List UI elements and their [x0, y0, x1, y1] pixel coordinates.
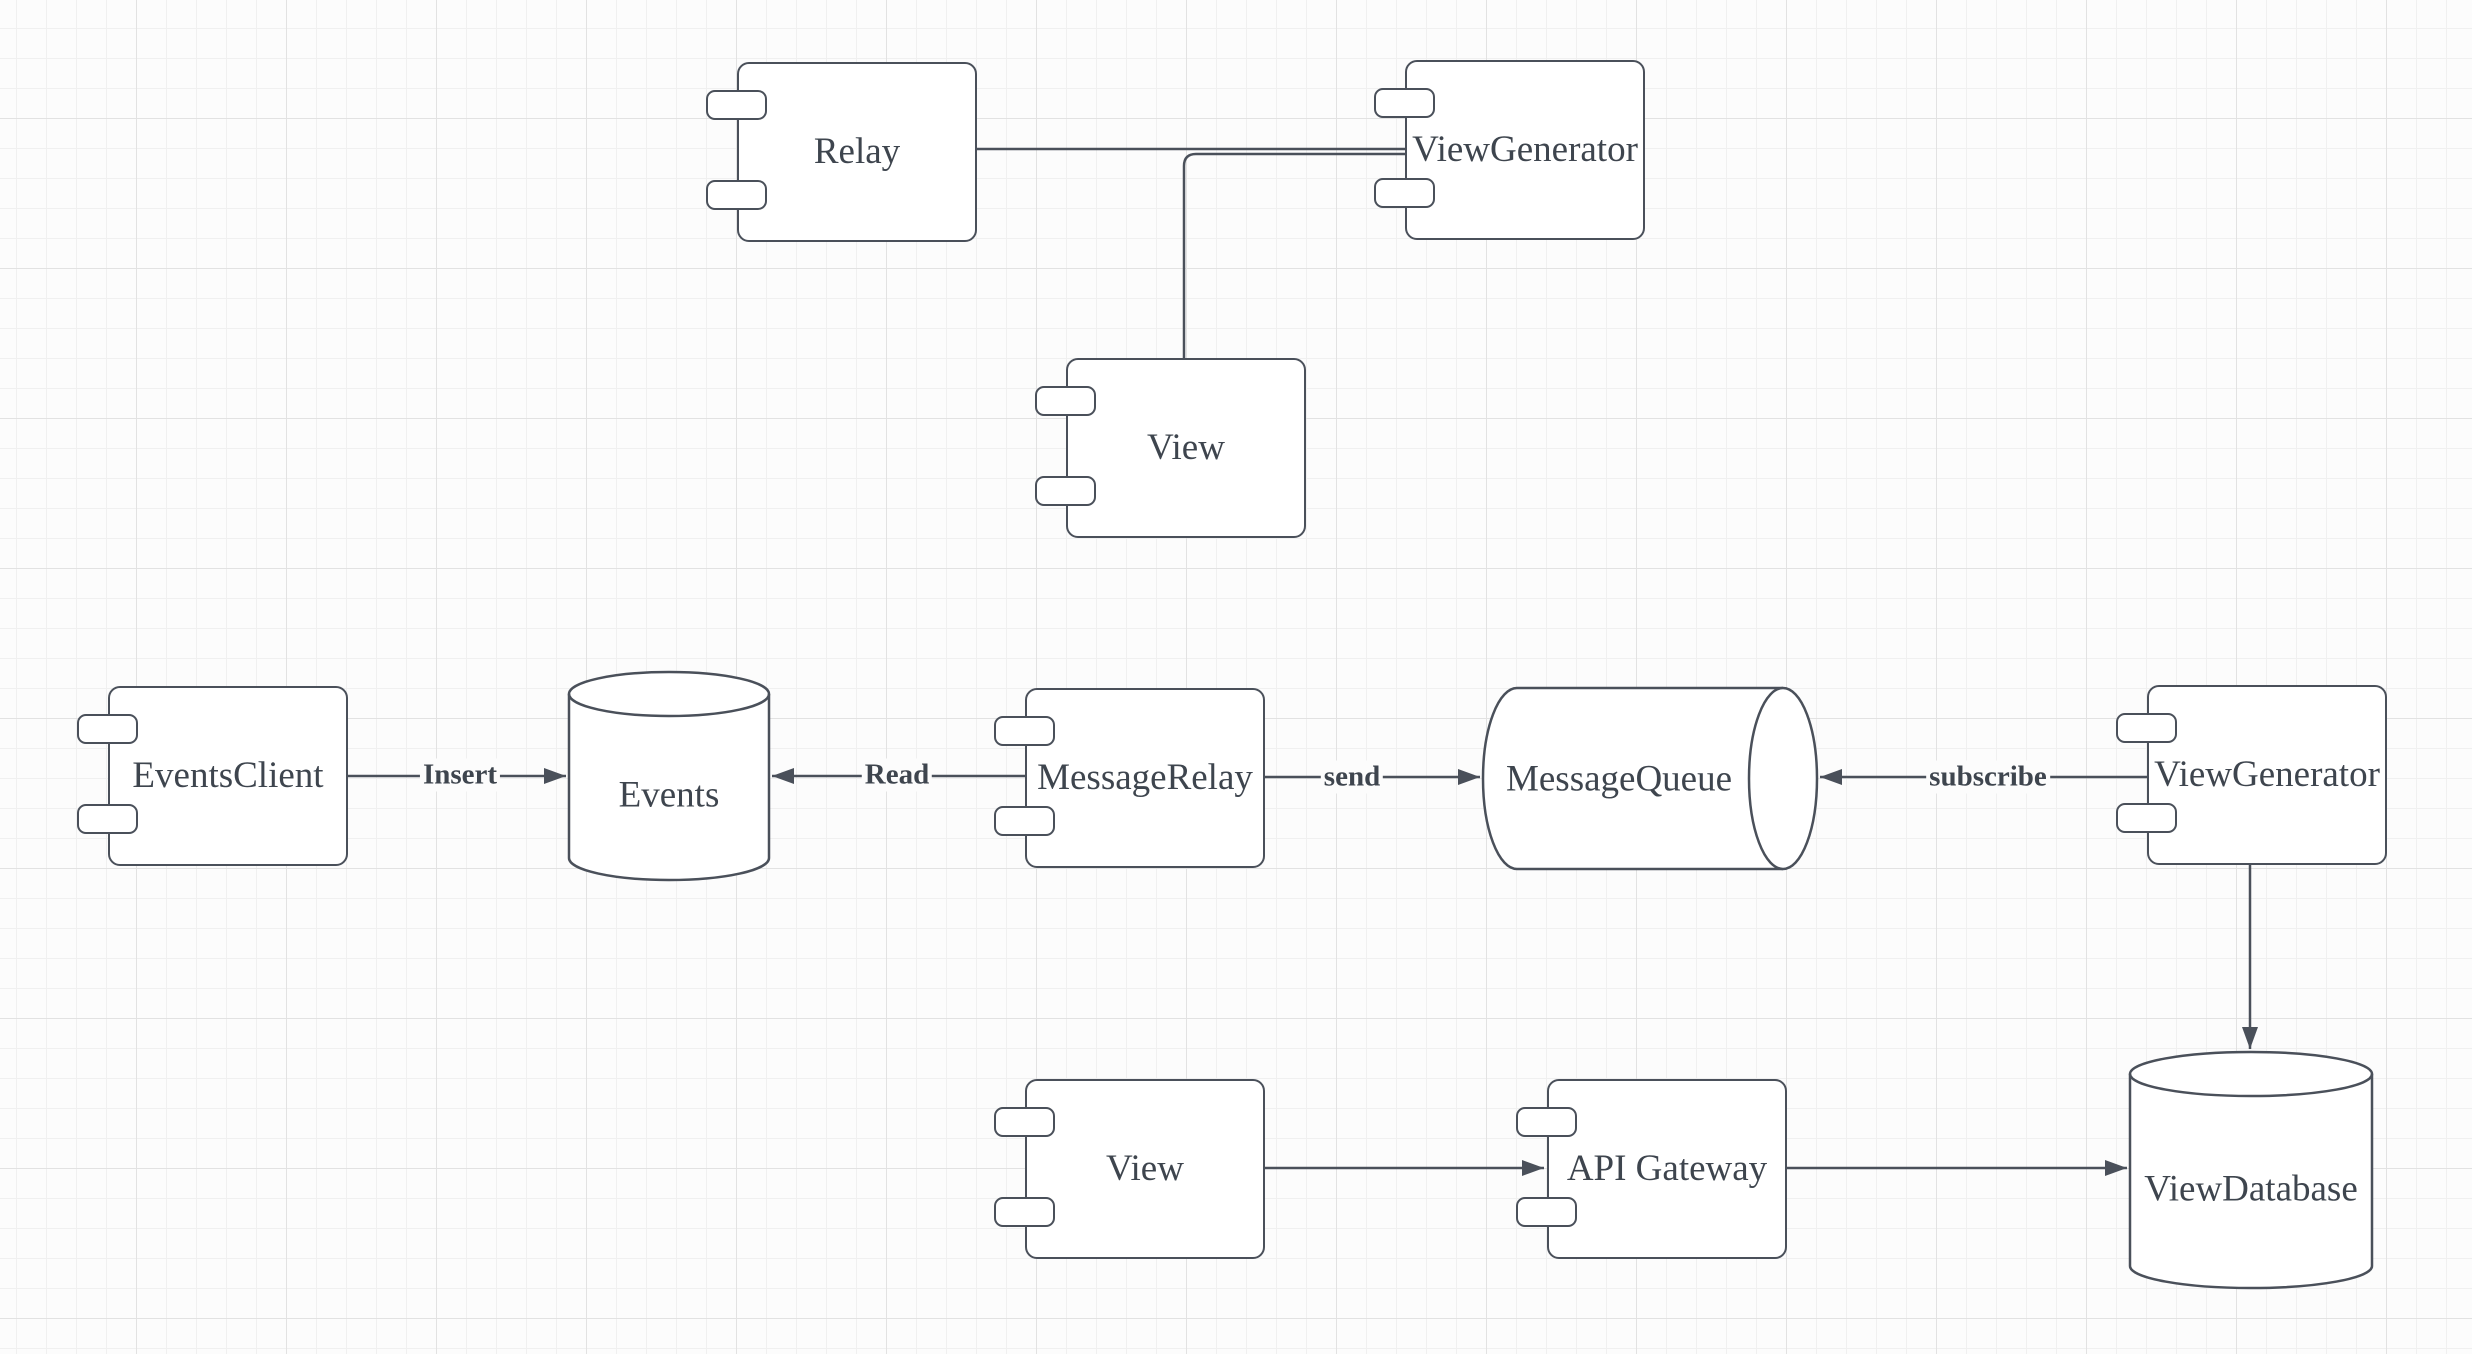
queue-messagequeue[interactable]: [1481, 686, 1819, 871]
component-port-messagerelay: [994, 716, 1055, 746]
component-viewgenerator-top[interactable]: ViewGenerator: [1374, 60, 1645, 240]
component-port-view-top: [1035, 386, 1096, 416]
component-messagerelay[interactable]: MessageRelay: [994, 688, 1265, 868]
component-port-view-bottom: [994, 1107, 1055, 1137]
node-label-viewdatabase: ViewDatabase: [2144, 1168, 2358, 1210]
component-eventsclient[interactable]: EventsClient: [77, 686, 348, 866]
component-port-messagerelay: [994, 806, 1055, 836]
component-relay[interactable]: Relay: [706, 62, 977, 242]
component-port-relay: [706, 180, 767, 210]
component-port-apigateway: [1516, 1107, 1577, 1137]
edge-viewgenerator-to-view[interactable]: [1182, 152, 1405, 358]
node-label-relay: Relay: [813, 130, 901, 172]
node-label-messagequeue: MessageQueue: [1505, 758, 1733, 799]
edge-label-send[interactable]: send: [1320, 760, 1384, 794]
component-port-eventsclient: [77, 714, 138, 744]
component-port-viewgenerator-mid: [2116, 713, 2177, 743]
edge-label-insert[interactable]: Insert: [419, 758, 501, 792]
component-port-apigateway: [1516, 1197, 1577, 1227]
component-viewgenerator-mid[interactable]: ViewGenerator: [2116, 685, 2387, 865]
database-events[interactable]: [567, 670, 771, 882]
edge-label-subscribe[interactable]: subscribe: [1926, 760, 2050, 794]
edge-label-read[interactable]: Read: [861, 758, 933, 792]
node-label-apigateway: API Gateway: [1566, 1147, 1768, 1189]
component-port-relay: [706, 90, 767, 120]
node-label-viewgenerator-mid: ViewGenerator: [2154, 753, 2380, 795]
database-viewdatabase[interactable]: [2128, 1050, 2374, 1290]
component-port-viewgenerator-top: [1374, 178, 1435, 208]
component-port-eventsclient: [77, 804, 138, 834]
component-view-bottom[interactable]: View: [994, 1079, 1265, 1259]
component-port-view-bottom: [994, 1197, 1055, 1227]
node-label-view-bottom: View: [1106, 1147, 1184, 1189]
component-apigateway[interactable]: API Gateway: [1516, 1079, 1787, 1259]
node-label-view-top: View: [1147, 426, 1225, 468]
node-label-messagerelay: MessageRelay: [1037, 756, 1253, 798]
component-view-top[interactable]: View: [1035, 358, 1306, 538]
component-port-viewgenerator-mid: [2116, 803, 2177, 833]
component-port-view-top: [1035, 476, 1096, 506]
node-label-events: Events: [618, 774, 720, 816]
node-label-eventsclient: EventsClient: [132, 754, 324, 796]
node-label-viewgenerator-top: ViewGenerator: [1412, 128, 1638, 170]
component-port-viewgenerator-top: [1374, 88, 1435, 118]
